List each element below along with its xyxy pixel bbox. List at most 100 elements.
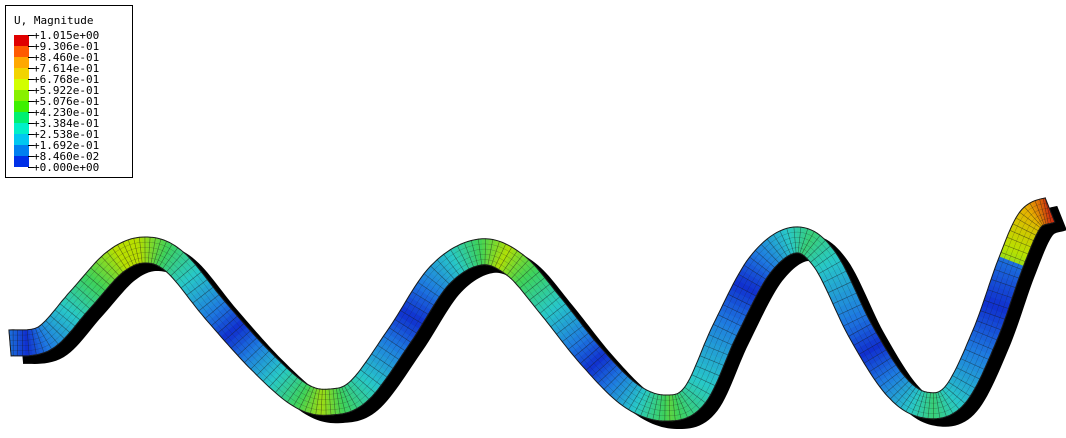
mesh-line xyxy=(622,384,638,406)
legend-label: +7.614e-01 xyxy=(33,62,100,75)
mesh-line xyxy=(54,309,76,327)
mesh-line xyxy=(603,370,623,390)
mesh-line xyxy=(405,300,429,315)
mesh-line xyxy=(457,245,470,270)
mesh-line xyxy=(430,265,450,285)
mesh-line xyxy=(895,384,913,405)
mesh-line xyxy=(755,250,775,268)
legend-label: +1.692e-01 xyxy=(33,139,100,152)
mesh-line xyxy=(170,257,190,277)
mesh-line xyxy=(204,301,226,319)
legend-label: +8.460e-02 xyxy=(33,150,100,163)
mesh-line xyxy=(874,364,897,380)
legend-label: +0.000e+00 xyxy=(33,161,100,174)
legend-tick xyxy=(28,101,34,102)
legend-label: +6.768e-01 xyxy=(33,73,100,86)
mesh-line xyxy=(968,339,994,350)
legend-label: +9.306e-01 xyxy=(33,40,100,53)
mesh-line xyxy=(818,260,842,275)
mesh-line xyxy=(298,385,311,410)
mesh-line xyxy=(64,297,86,315)
legend-label: +4.230e-01 xyxy=(33,106,100,119)
mesh-line xyxy=(609,376,629,396)
mesh-line xyxy=(615,380,634,401)
mesh-line xyxy=(843,314,867,327)
legend-swatch xyxy=(14,57,29,68)
legend-label: +3.384e-01 xyxy=(33,117,100,130)
mesh-row-line xyxy=(9,202,1048,401)
mesh-line xyxy=(117,244,131,268)
mesh-line xyxy=(355,375,376,394)
legend-label: +5.076e-01 xyxy=(33,95,100,108)
mesh-line xyxy=(591,358,612,377)
mesh-line xyxy=(90,267,111,286)
mesh-line xyxy=(822,270,847,283)
mesh-line xyxy=(779,230,792,255)
mesh-line xyxy=(987,289,1013,299)
mesh-line xyxy=(150,237,156,264)
mesh-line xyxy=(964,348,989,360)
mesh-line xyxy=(991,279,1016,288)
mesh-line xyxy=(464,242,474,268)
strip-outline xyxy=(8,197,1056,422)
mesh-line xyxy=(423,273,445,290)
mesh-line xyxy=(1003,244,1029,255)
mesh-line xyxy=(652,394,659,420)
mesh-line xyxy=(869,357,892,372)
mesh-line xyxy=(640,391,651,416)
mesh-line xyxy=(325,389,327,416)
mesh-line xyxy=(139,237,143,264)
legend-label: +5.922e-01 xyxy=(33,84,100,97)
mesh-line xyxy=(863,349,887,364)
mesh-line xyxy=(180,271,202,289)
mesh-line xyxy=(471,240,479,266)
mesh-line xyxy=(743,264,767,280)
mesh-line xyxy=(510,259,530,279)
mesh-line xyxy=(900,386,917,409)
mesh-line xyxy=(487,239,494,266)
mesh-line xyxy=(722,304,747,317)
legend-tick xyxy=(28,112,34,113)
mesh-line xyxy=(192,286,214,304)
mesh-line xyxy=(1012,223,1037,236)
mesh-line xyxy=(550,310,572,328)
mesh-line xyxy=(341,386,352,412)
legend-swatch xyxy=(14,68,29,79)
mesh-line xyxy=(994,269,1020,279)
mesh-line xyxy=(1024,206,1042,227)
mesh-line xyxy=(1000,252,1026,262)
mesh-line xyxy=(293,383,307,407)
mesh-line xyxy=(224,323,245,341)
mesh-line xyxy=(519,271,540,289)
mesh-line xyxy=(383,335,406,352)
mesh-row-line xyxy=(10,212,1052,411)
mesh-line xyxy=(708,334,733,346)
mesh-line xyxy=(691,374,716,386)
mesh-line xyxy=(703,344,729,356)
mesh-line xyxy=(672,394,676,421)
mesh-line xyxy=(786,228,795,254)
mesh-line xyxy=(95,261,116,281)
mesh-line xyxy=(148,237,151,264)
mesh-line xyxy=(890,380,910,400)
mesh-line xyxy=(713,324,737,336)
mesh-line xyxy=(952,375,976,389)
mesh-line xyxy=(186,279,208,296)
mesh-line xyxy=(678,392,695,415)
mesh-line xyxy=(310,388,318,414)
mesh-line xyxy=(484,238,486,265)
mesh-line xyxy=(304,387,315,412)
legend-tick xyxy=(28,123,34,124)
mesh-line xyxy=(634,389,647,414)
mesh-line xyxy=(858,341,882,355)
mesh-line xyxy=(699,355,724,366)
mesh-line xyxy=(911,390,923,415)
mesh-line xyxy=(674,394,682,420)
mesh-line xyxy=(727,293,752,307)
mesh-line xyxy=(332,388,336,415)
legend-tick xyxy=(28,35,34,36)
mesh-line xyxy=(937,391,947,417)
mesh-line xyxy=(377,344,400,360)
mesh-line xyxy=(26,329,30,356)
mesh-line xyxy=(668,394,671,422)
